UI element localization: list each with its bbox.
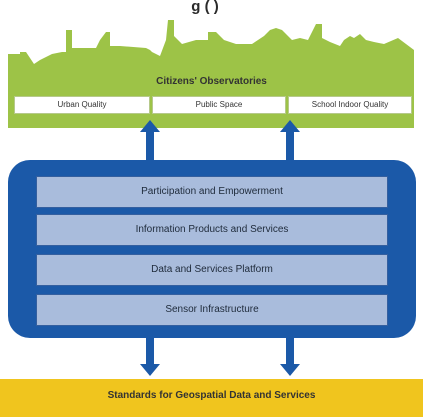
- arrow-up-right: [280, 120, 300, 166]
- standards-band: Standards for Geospatial Data and Servic…: [0, 379, 423, 417]
- layer-information-products: Information Products and Services: [36, 214, 388, 246]
- observatory-urban-quality: Urban Quality: [14, 96, 150, 114]
- observatory-school-indoor-quality: School Indoor Quality: [288, 96, 412, 114]
- layer-sensor-infrastructure: Sensor Infrastructure: [36, 294, 388, 326]
- arrow-down-right: [280, 334, 300, 376]
- cropped-heading: g ( ): [191, 0, 219, 14]
- observatories-title: Citizens' Observatories: [156, 76, 267, 87]
- observatory-public-space: Public Space: [152, 96, 286, 114]
- arrow-up-left: [140, 120, 160, 166]
- layer-participation: Participation and Empowerment: [36, 176, 388, 208]
- arrow-down-left: [140, 334, 160, 376]
- layer-data-services-platform: Data and Services Platform: [36, 254, 388, 286]
